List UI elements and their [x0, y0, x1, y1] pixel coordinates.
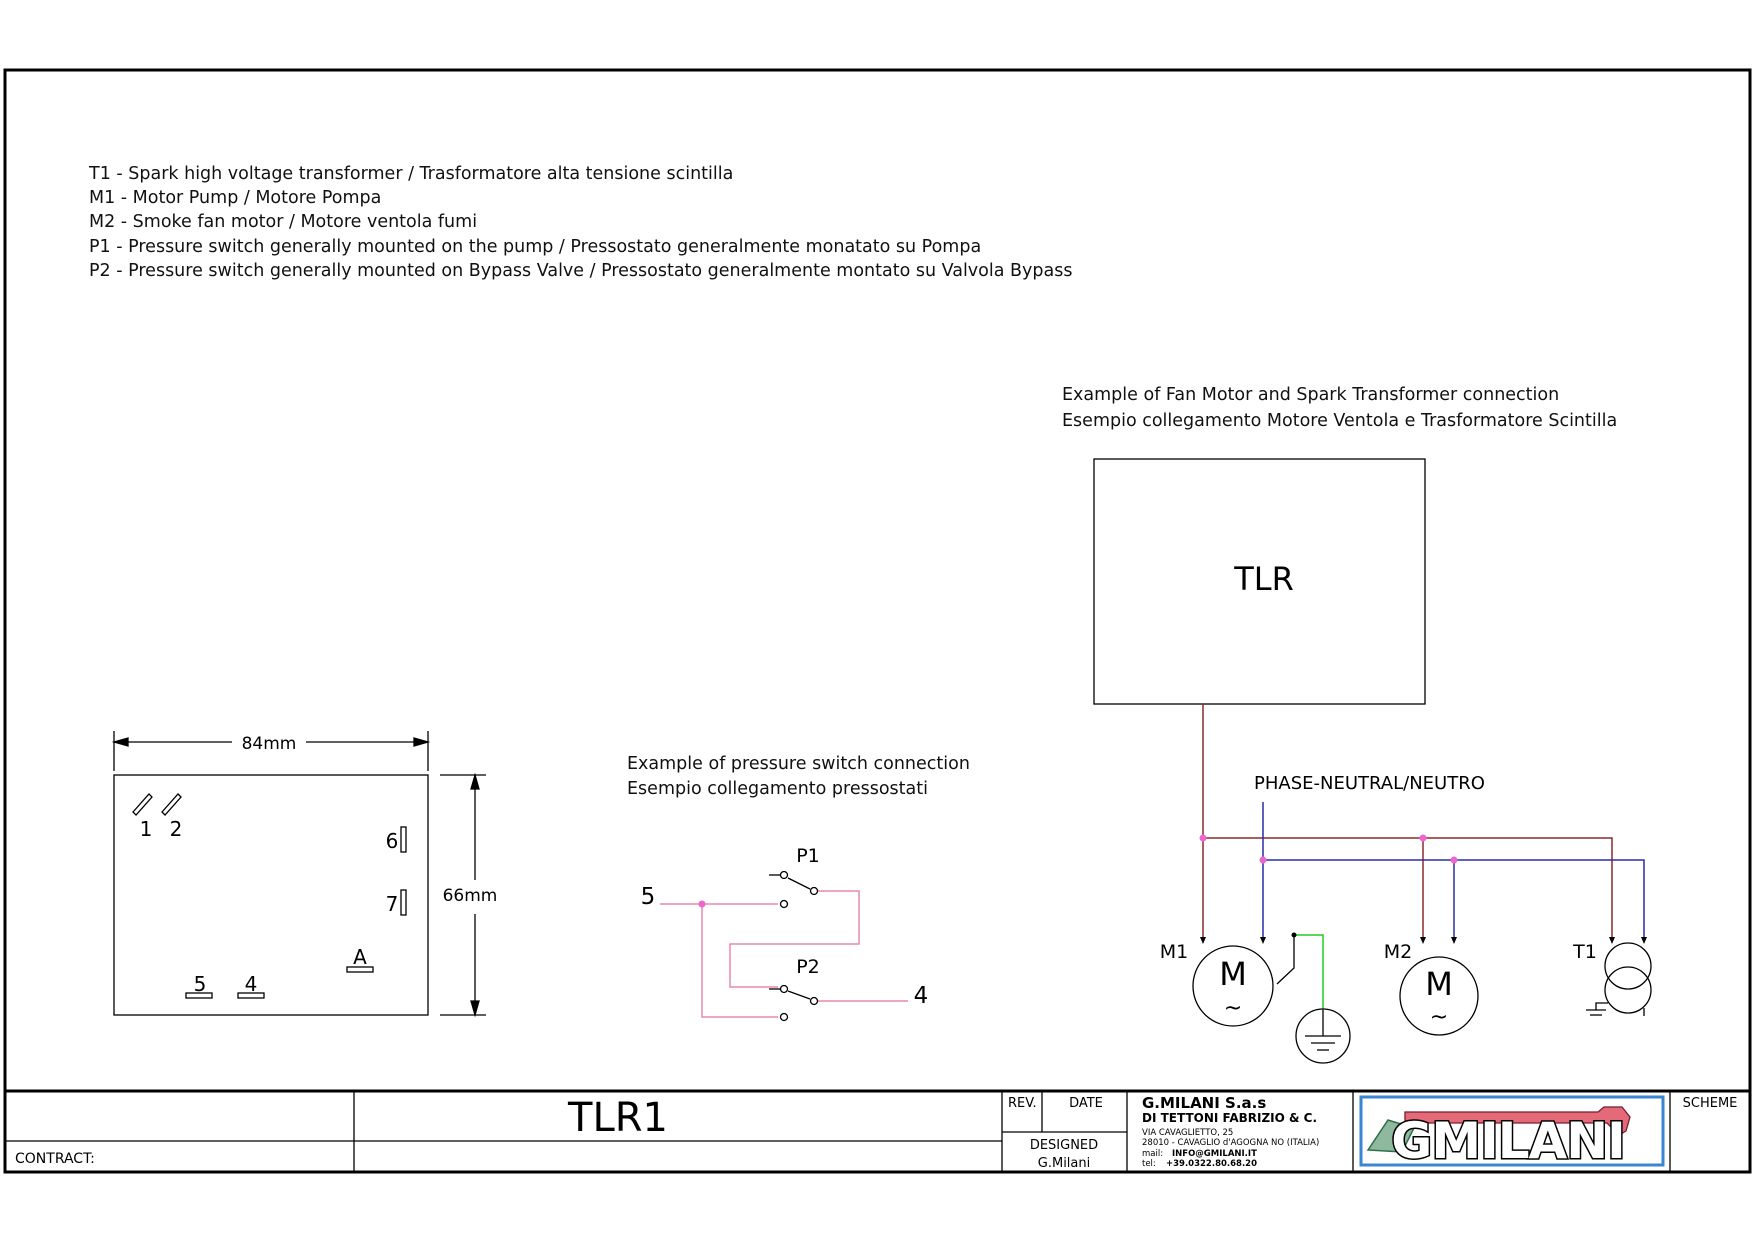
ground-wire	[1294, 934, 1324, 1010]
date-label: DATE	[1069, 1096, 1103, 1111]
logo-lance-graphic	[1404, 1106, 1631, 1138]
fan-connection-caption: Example of Fan Motor and Spark Transform…	[1062, 382, 1617, 434]
drawing-title: TLR1	[567, 1095, 668, 1141]
motor-m1-ground-lead	[1276, 935, 1295, 985]
pin-5-label: 5	[194, 972, 207, 996]
pressure-junction-node	[698, 900, 706, 908]
pressure-caption-line1: Example of pressure switch connection	[627, 754, 970, 774]
blue-neutral-wires	[1262, 802, 1645, 938]
device-outline-drawing	[111, 731, 486, 1018]
pressure-switch-contacts	[769, 870, 819, 1022]
motor-m2-label: M2	[1384, 941, 1412, 963]
fan-caption-line1: Example of Fan Motor and Spark Transform…	[1062, 385, 1560, 405]
tlr-controller-box	[1093, 458, 1426, 705]
legend-item-m1: M1 - Motor Pump / Motore Pompa	[89, 188, 382, 209]
contract-label: CONTRACT:	[15, 1151, 95, 1167]
transformer-t1-label: T1	[1572, 941, 1597, 963]
pressure-switch-wiring	[660, 890, 908, 1018]
legend-item-p2: P2 - Pressure switch generally mounted o…	[89, 260, 1073, 281]
wire-arrows	[1200, 937, 1647, 944]
company-logo: GMILANI	[1359, 1095, 1665, 1172]
brown-phase-wires	[1202, 704, 1613, 938]
sheet-border	[3, 68, 1752, 1174]
dimension-width-label: 84mm	[242, 734, 297, 754]
legend-item-m2: M2 - Smoke fan motor / Motore ventola fu…	[89, 212, 478, 233]
company-tel: +39.0322.80.68.20	[1166, 1159, 1257, 1169]
fan-caption-line2: Esempio collegamento Motore Ventola e Tr…	[1062, 411, 1618, 431]
terminal-out-label: 4	[914, 983, 929, 1009]
motor-m1-ac-symbol: ~	[1224, 996, 1242, 1021]
designer-name: G.Milani	[1038, 1156, 1090, 1171]
company-line2: DI TETTONI FABRIZIO & C.	[1142, 1111, 1317, 1125]
pin-2-label: 2	[170, 817, 183, 841]
pin-7-label: 7	[386, 892, 399, 916]
terminal-in-label: 5	[641, 884, 656, 910]
switch-p1-label: P1	[796, 845, 820, 867]
logo-text: GMILANI	[1391, 1112, 1624, 1170]
scheme-label: SCHEME	[1683, 1096, 1738, 1111]
switch-p2-label: P2	[796, 956, 820, 978]
logo-pump-graphic	[1366, 1119, 1416, 1153]
pin-A-label: A	[353, 945, 367, 969]
tlr-controller-label: TLR	[1233, 560, 1294, 598]
rev-label: REV.	[1008, 1096, 1037, 1111]
dimension-height-label: 66mm	[443, 886, 498, 906]
motor-m1-label: M1	[1160, 941, 1188, 963]
company-name: G.MILANI S.a.s	[1142, 1094, 1266, 1112]
pin-6-label: 6	[386, 829, 399, 853]
legend-item-t1: T1 - Spark high voltage transformer / Tr…	[89, 164, 734, 184]
company-mail: INFO@GMILANI.IT	[1172, 1149, 1257, 1159]
supply-label: PHASE-NEUTRAL/NEUTRO	[1254, 773, 1485, 794]
earth-ground-symbol	[1295, 1008, 1351, 1064]
transformer-t1-symbol	[1586, 942, 1652, 1016]
company-address2: 28010 - CAVAGLIO d'AGOGNA NO (ITALIA)	[1142, 1138, 1319, 1148]
junction-nodes	[1199, 834, 1458, 864]
device-body	[113, 774, 429, 1016]
pin-4-label: 4	[245, 972, 258, 996]
motor-m2-letter: M	[1425, 965, 1453, 1003]
designed-label: DESIGNED	[1030, 1138, 1098, 1153]
title-block-grid	[5, 1089, 1750, 1172]
company-address1: VIA CAVAGLIETTO, 25	[1142, 1128, 1233, 1138]
pressure-connection-caption: Example of pressure switch connection Es…	[627, 752, 970, 802]
ground-junction-node	[1291, 932, 1297, 938]
motor-m1-letter: M	[1219, 955, 1247, 993]
motor-m2-symbol	[1399, 956, 1479, 1036]
mail-label: mail:	[1142, 1149, 1163, 1159]
pin-1-label: 1	[140, 817, 153, 841]
component-legend: T1 - Spark high voltage transformer / Tr…	[89, 162, 1072, 283]
pressure-caption-line2: Esempio collegamento pressostati	[627, 779, 928, 799]
tel-label: tel:	[1142, 1159, 1156, 1169]
motor-m1-symbol	[1192, 945, 1274, 1027]
legend-item-p1: P1 - Pressure switch generally mounted o…	[89, 236, 982, 257]
motor-m2-ac-symbol: ~	[1430, 1005, 1448, 1030]
